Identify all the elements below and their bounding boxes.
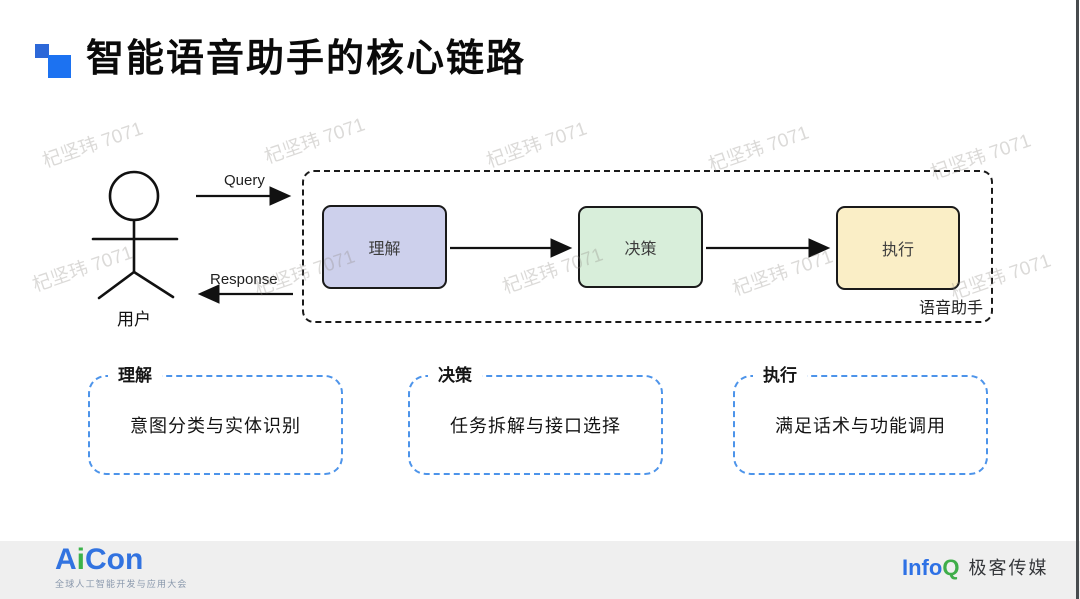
voice-assistant-label: 语音助手	[912, 294, 983, 318]
detail-card-execute-title: 执行	[753, 365, 807, 387]
aicon-logo-text: AiCon	[55, 543, 144, 576]
infoq-logo-q: Q	[942, 555, 960, 580]
slide-header: 智能语音助手的核心链路	[0, 0, 1080, 100]
detail-card-understand-title: 理解	[108, 365, 162, 387]
stage-understand-label: 理解	[368, 241, 401, 258]
detail-card-decide-body: 任务拆解与接口选择	[450, 416, 621, 436]
stage-execute: 执行	[836, 206, 960, 290]
user-stick-figure	[91, 170, 179, 300]
footer-bar: AiCon 全球人工智能开发与应用大会 InfoQ 极客传媒	[0, 541, 1080, 599]
window-edge-line	[1076, 0, 1079, 599]
infoq-media-label: 极客传媒	[968, 558, 1049, 578]
detail-card-understand-body: 意图分类与实体识别	[130, 416, 301, 436]
response-label: Response	[210, 271, 278, 288]
watermark: 杞坚玮 7071	[30, 242, 136, 297]
detail-card-decide-title: 决策	[428, 365, 482, 387]
query-label: Query	[224, 172, 265, 189]
watermark: 杞坚玮 7071	[262, 114, 368, 169]
stage-decide: 决策	[578, 206, 703, 288]
user-label: 用户	[117, 310, 151, 329]
stage-understand: 理解	[322, 205, 447, 289]
aicon-logo: AiCon 全球人工智能开发与应用大会	[55, 544, 188, 590]
page-title: 智能语音助手的核心链路	[86, 38, 527, 80]
detail-card-decide: 决策 任务拆解与接口选择	[408, 365, 663, 475]
detail-card-understand: 理解 意图分类与实体识别	[88, 365, 343, 475]
infoq-logo-text: Info	[902, 555, 943, 580]
watermark: 杞坚玮 7071	[484, 118, 590, 173]
detail-card-execute-body: 满足话术与功能调用	[775, 416, 946, 436]
watermark: 杞坚玮 7071	[40, 118, 146, 173]
aicon-tagline: 全球人工智能开发与应用大会	[55, 579, 188, 589]
stage-decide-label: 决策	[624, 241, 657, 258]
detail-card-execute: 执行 满足话术与功能调用	[733, 365, 988, 475]
voice-assistant-container: 语音助手	[302, 170, 993, 323]
stage-execute-label: 执行	[881, 242, 914, 259]
watermark: 杞坚玮 7071	[706, 122, 812, 177]
infoq-logo: InfoQ 极客传媒	[902, 554, 1048, 581]
